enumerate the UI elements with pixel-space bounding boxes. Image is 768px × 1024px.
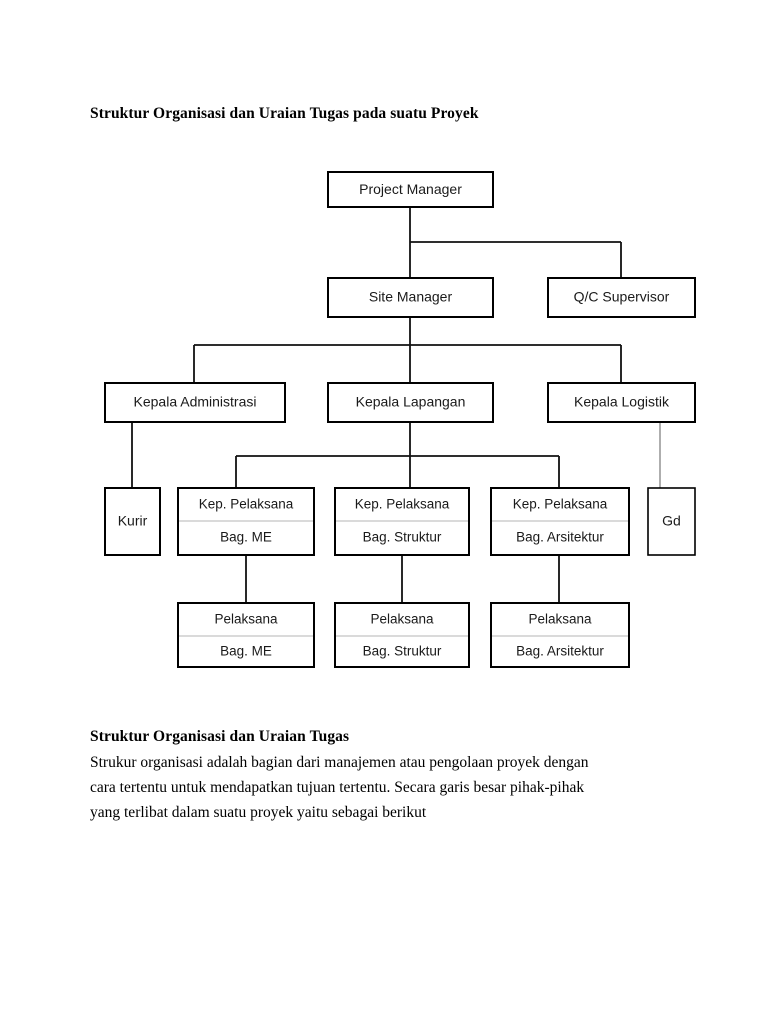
org-chart-svg: Project Manager Site Manager Q/C Supervi… [104,171,696,668]
kepala-lapangan-label: Kepala Lapangan [356,394,466,410]
kepala-lapangan-box[interactable] [327,382,494,423]
node-kepala-logistik[interactable]: Kepala Logistik [547,382,696,423]
node-kep-pelaksana-struktur[interactable]: Kep. Pelaksana Bag. Struktur [334,487,470,556]
node-gudang[interactable]: Gd [647,487,696,556]
body-line-2: cara tertentu untuk mendapatkan tujuan t… [90,779,585,796]
body-paragraph: Strukur organisasi adalah bagian dari ma… [90,750,690,825]
pelaksana-arsitektur-box[interactable] [490,602,630,668]
site-manager-box[interactable] [327,277,494,318]
kep-pelaksana-me-title: Kep. Pelaksana [199,497,294,512]
body-line-1: Strukur organisasi adalah bagian dari ma… [90,754,589,771]
pelaksana-me-subtitle: Bag. ME [220,644,272,659]
kep-pelaksana-me-subtitle: Bag. ME [220,530,272,545]
org-chart: Project Manager Site Manager Q/C Supervi… [0,150,768,690]
kepala-logistik-label: Kepala Logistik [574,394,670,410]
kurir-box[interactable] [104,487,161,556]
section-heading: Struktur Organisasi dan Uraian Tugas [90,728,350,745]
kurir-label: Kurir [118,513,148,529]
kep-pelaksana-struktur-subtitle: Bag. Struktur [363,530,442,545]
qc-supervisor-box[interactable] [547,277,696,318]
page-title: Struktur Organisasi dan Uraian Tugas pad… [90,105,479,122]
kep-pelaksana-arsitektur-title: Kep. Pelaksana [513,497,608,512]
node-qc-supervisor[interactable]: Q/C Supervisor [547,277,696,318]
pelaksana-struktur-box[interactable] [334,602,470,668]
node-site-manager[interactable]: Site Manager [327,277,494,318]
node-kurir[interactable]: Kurir [104,487,161,556]
body-line-3: yang terlibat dalam suatu proyek yaitu s… [90,804,427,821]
node-project-manager[interactable]: Project Manager [327,171,494,208]
pelaksana-arsitektur-title: Pelaksana [528,612,592,627]
pelaksana-arsitektur-subtitle: Bag. Arsitektur [516,644,604,659]
gudang-box[interactable] [647,487,696,556]
pelaksana-struktur-title: Pelaksana [370,612,434,627]
node-pelaksana-struktur[interactable]: Pelaksana Bag. Struktur [334,602,470,668]
site-manager-label: Site Manager [369,289,453,305]
node-pelaksana-arsitektur[interactable]: Pelaksana Bag. Arsitektur [490,602,630,668]
node-kep-pelaksana-me[interactable]: Kep. Pelaksana Bag. ME [177,487,315,556]
kepala-administrasi-box[interactable] [104,382,286,423]
node-pelaksana-me[interactable]: Pelaksana Bag. ME [177,602,315,668]
kep-pelaksana-arsitektur-subtitle: Bag. Arsitektur [516,530,604,545]
pelaksana-me-box[interactable] [177,602,315,668]
pelaksana-struktur-subtitle: Bag. Struktur [363,644,442,659]
qc-supervisor-label: Q/C Supervisor [574,289,670,305]
kepala-administrasi-label: Kepala Administrasi [134,394,257,410]
node-kep-pelaksana-arsitektur[interactable]: Kep. Pelaksana Bag. Arsitektur [490,487,630,556]
node-kepala-lapangan[interactable]: Kepala Lapangan [327,382,494,423]
connector-group [131,207,661,603]
node-kepala-administrasi[interactable]: Kepala Administrasi [104,382,286,423]
pelaksana-me-title: Pelaksana [214,612,278,627]
gudang-label: Gd [662,513,681,529]
project-manager-label: Project Manager [359,181,462,197]
project-manager-box[interactable] [327,171,494,208]
kepala-logistik-box[interactable] [547,382,696,423]
kep-pelaksana-struktur-title: Kep. Pelaksana [355,497,450,512]
